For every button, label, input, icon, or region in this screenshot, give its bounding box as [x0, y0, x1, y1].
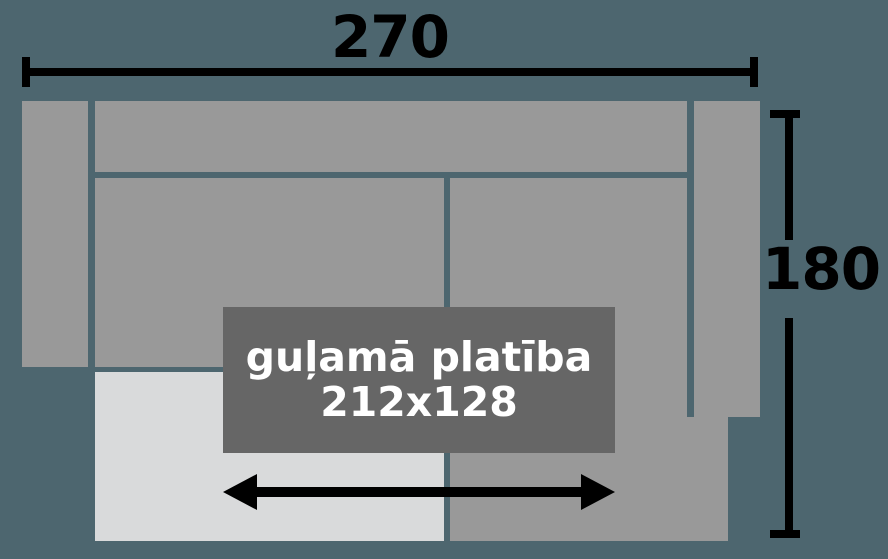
width-dimension-label: 270 — [330, 3, 450, 71]
sleeping-width-arrow — [223, 474, 615, 510]
sleeping-area-title: guļamā platība — [245, 332, 593, 381]
height-dimension-label: 180 — [762, 235, 881, 303]
sleeping-area-size: 212x128 — [320, 378, 518, 426]
right-armrest — [694, 101, 760, 417]
width-dimension-tick-right — [750, 57, 758, 87]
double-arrow-icon — [223, 474, 615, 510]
sleeping-area-label: guļamā platība 212x128 — [223, 307, 615, 453]
left-armrest — [22, 101, 88, 367]
width-dimension-line — [22, 68, 758, 76]
height-dimension-line-upper — [785, 110, 793, 240]
height-dimension-line-lower — [785, 318, 793, 538]
height-dimension-tick-top — [770, 110, 800, 118]
width-dimension-tick-left — [22, 57, 30, 87]
backrest — [95, 101, 687, 172]
height-dimension-tick-bottom — [770, 530, 800, 538]
